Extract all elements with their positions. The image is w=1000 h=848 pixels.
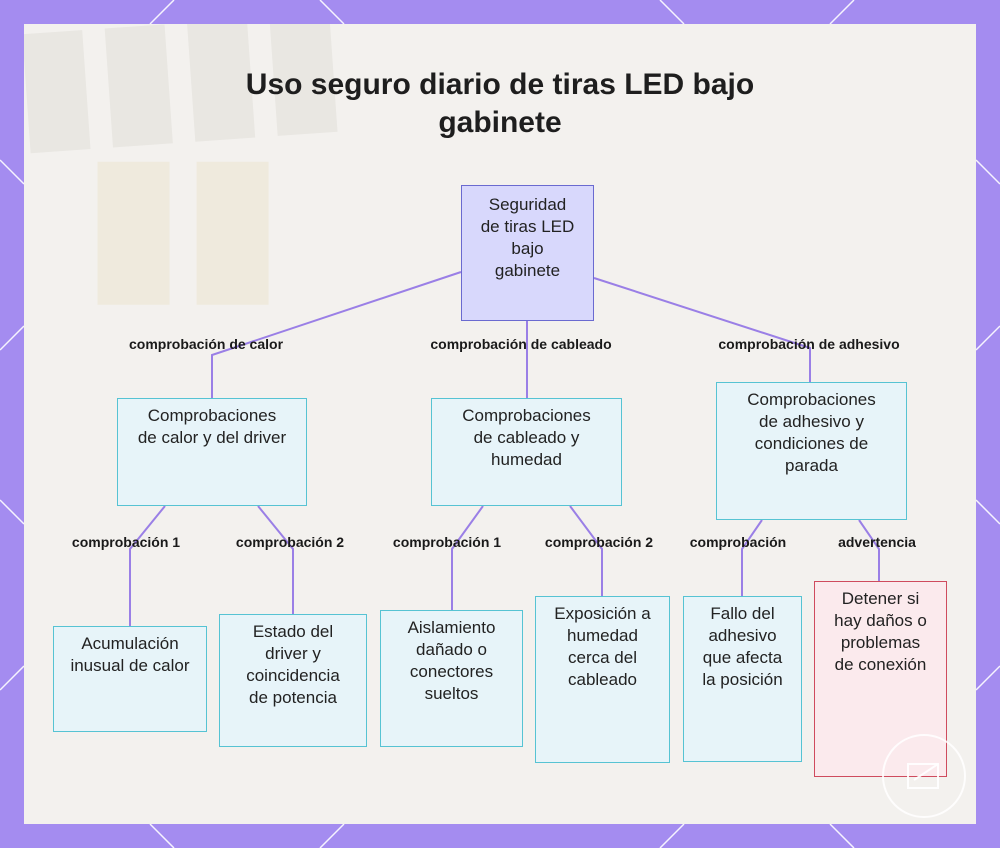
leaf-damaged-insulation: Aislamiento dañado o conectores sueltos [380, 610, 523, 747]
diagram-title: Uso seguro diario de tiras LED bajo gabi… [24, 66, 976, 142]
root-node: Seguridad de tiras LED bajo gabinete [461, 185, 594, 321]
leaf-unusual-heat: Acumulación inusual de calor [53, 626, 207, 732]
edge-label-heat-1: comprobación 1 [71, 534, 181, 550]
watermark-logo-icon [907, 763, 939, 789]
node-heat-driver-checks: Comprobaciones de calor y del driver [117, 398, 307, 506]
edge-label-wiring-2: comprobación 2 [544, 534, 654, 550]
node-wiring-humidity-checks: Comprobaciones de cableado y humedad [431, 398, 622, 506]
edge-label-adhesive: comprobación de adhesivo [718, 336, 900, 352]
connector-lines [129, 271, 880, 626]
leaf-driver-status: Estado del driver y coincidencia de pote… [219, 614, 367, 747]
edge-label-wiring-1: comprobación 1 [392, 534, 502, 550]
edge-label-heat: comprobación de calor [128, 336, 284, 352]
title-line-1: Uso seguro diario de tiras LED bajo [245, 68, 755, 101]
edge-label-adhesive-check: comprobación [689, 534, 787, 550]
node-adhesive-stop-label: Comprobaciones de adhesivo y condiciones… [747, 390, 876, 475]
edge-label-heat-2: comprobación 2 [235, 534, 345, 550]
leaf-damaged-insulation-label: Aislamiento dañado o conectores sueltos [407, 618, 496, 703]
root-label: Seguridad de tiras LED bajo gabinete [480, 195, 575, 280]
title-line-2: gabinete [438, 106, 562, 139]
leaf-adhesive-failure-label: Fallo del adhesivo que afecta la posició… [702, 604, 783, 689]
background-photo-shape: ▮▮ [84, 118, 283, 319]
node-adhesive-stop-checks: Comprobaciones de adhesivo y condiciones… [716, 382, 907, 520]
watermark-logo [882, 734, 966, 818]
leaf-adhesive-failure: Fallo del adhesivo que afecta la posició… [683, 596, 802, 762]
node-wiring-humidity-label: Comprobaciones de cableado y humedad [462, 406, 591, 469]
edge-label-wiring: comprobación de cableado [430, 336, 612, 352]
edge-label-warning: advertencia [838, 534, 916, 550]
leaf-stop-warning-label: Detener si hay daños o problemas de cone… [834, 589, 927, 674]
leaf-humidity-exposure-label: Exposición a humedad cerca del cableado [554, 604, 651, 689]
leaf-driver-status-label: Estado del driver y coincidencia de pote… [246, 622, 340, 707]
node-heat-driver-label: Comprobaciones de calor y del driver [137, 406, 287, 447]
diagram-panel: ▮▮▮▮ ▮▮ Uso seguro diario de tiras LED b… [24, 24, 976, 824]
leaf-unusual-heat-label: Acumulación inusual de calor [70, 634, 190, 675]
leaf-humidity-exposure: Exposición a humedad cerca del cableado [535, 596, 670, 763]
